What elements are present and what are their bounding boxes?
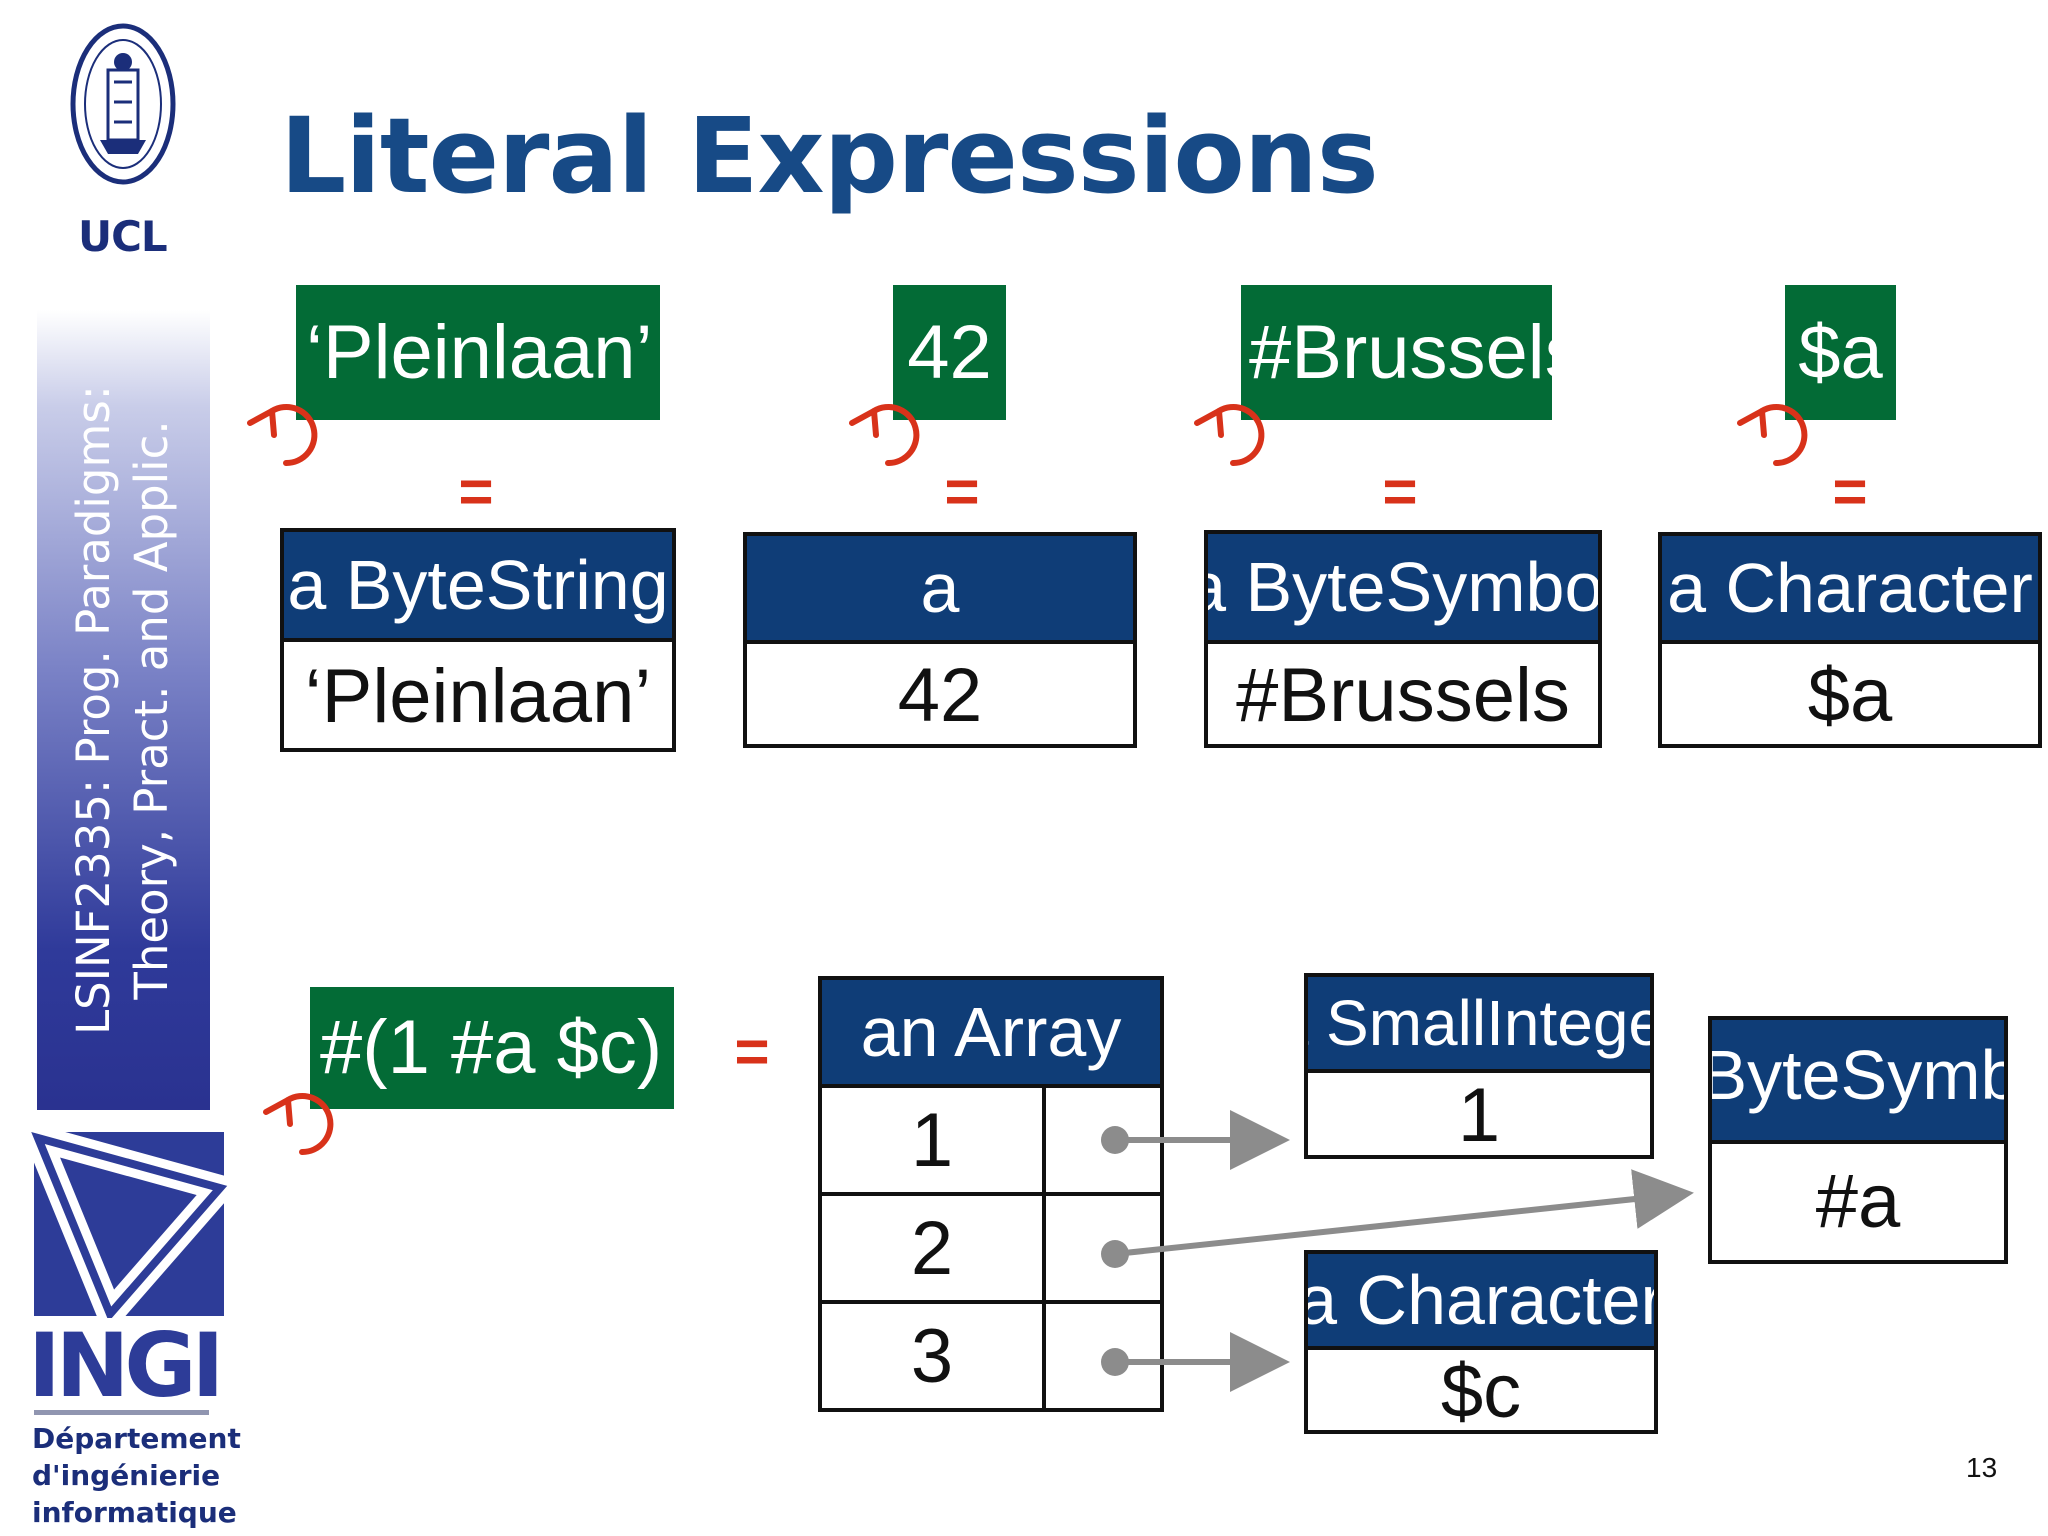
equals-sign: = (734, 1018, 770, 1085)
array-index: 2 (822, 1196, 1046, 1300)
object-class-label: a Character (1308, 1254, 1654, 1350)
object-value: 1 (1457, 1073, 1501, 1158)
object-class-label: a SmallInteger (1308, 977, 1650, 1073)
page-number: 13 (1966, 1452, 1998, 1483)
object-class-label: a (747, 536, 1133, 644)
object-class-label: a Character (1662, 536, 2038, 644)
object-box-bytestring: a ByteString ‘Pleinlaan’ (280, 528, 676, 752)
pointer-arrow-icon (1101, 1332, 1290, 1392)
object-box-smallinteger: a SmallInteger 1 (1304, 973, 1654, 1159)
circular-arrow-icon (1737, 404, 1808, 467)
object-class-label: a ByteString (284, 532, 672, 642)
object-box-bytesymbol: a ByteSymbol #Brussels (1204, 530, 1602, 748)
equals-sign: = (1832, 458, 1868, 525)
literal-tag-string: ‘Pleinlaan’ (296, 285, 660, 420)
sidebar-band (37, 310, 210, 1110)
equals-sign: = (944, 458, 980, 525)
object-class-label: a ByteSymbol (1712, 1020, 2004, 1144)
equals-sign: = (458, 458, 494, 525)
object-value: $c (1440, 1349, 1522, 1434)
array-slot-row: 1 (822, 1084, 1160, 1192)
ucl-seal-icon (70, 23, 176, 185)
literal-tag-number: 42 (893, 285, 1006, 420)
object-box-character: a Character $a (1658, 532, 2042, 748)
object-value: 42 (897, 653, 983, 738)
array-index: 3 (822, 1304, 1046, 1408)
equals-sign: = (1382, 458, 1418, 525)
ingi-triangle-logo-icon (20, 1128, 230, 1318)
array-slot-row: 3 (822, 1300, 1160, 1408)
array-slot-row: 2 (822, 1192, 1160, 1300)
ingi-divider (34, 1410, 209, 1415)
circular-arrow-icon (849, 404, 920, 467)
object-class-label: a ByteSymbol (1208, 534, 1598, 644)
object-box-number: a 42 (743, 532, 1137, 748)
object-value: ‘Pleinlaan’ (304, 654, 652, 739)
pointer-arrow-icon (1101, 1110, 1290, 1170)
ingi-label: INGI (28, 1314, 224, 1417)
object-box-bytesymbol-a: a ByteSymbol #a (1708, 1016, 2008, 1264)
circular-arrow-icon (263, 1093, 334, 1156)
array-object-box: an Array 1 2 3 (818, 976, 1164, 1412)
object-value: $a (1807, 653, 1893, 738)
object-value: #Brussels (1236, 653, 1570, 738)
circular-arrow-icon (247, 404, 318, 467)
array-class-label: an Array (822, 980, 1160, 1084)
literal-tag-symbol: #Brussels (1241, 285, 1552, 420)
department-label: Département d'ingénierie informatique (32, 1422, 241, 1529)
literal-tag-character: $a (1785, 285, 1896, 420)
object-value: #a (1815, 1159, 1901, 1244)
array-index: 1 (822, 1088, 1046, 1192)
pointer-arrow-icon (1101, 1169, 1694, 1268)
circular-arrow-icon (1194, 404, 1265, 467)
slide-title: Literal Expressions (280, 95, 1379, 217)
object-box-character-c: a Character $c (1304, 1250, 1658, 1434)
ucl-label: UCL (78, 212, 168, 261)
literal-tag-array: #(1 #a $c) (310, 987, 674, 1109)
